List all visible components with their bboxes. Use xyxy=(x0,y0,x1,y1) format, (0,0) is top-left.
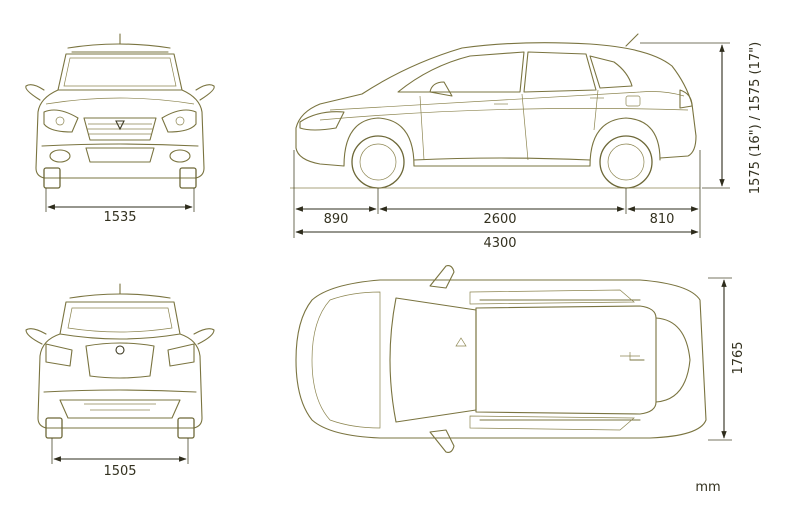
front-overhang-label: 890 xyxy=(324,212,349,227)
height-dimension: 1575 (16") / 1575 (17") xyxy=(640,42,763,194)
side-length-dimensions: 890 2600 810 4300 xyxy=(293,150,701,251)
unit-label: mm xyxy=(695,480,720,495)
front-view xyxy=(25,33,215,189)
front-track-dimension: 1535 xyxy=(45,188,195,225)
rear-overhang-label: 810 xyxy=(650,212,675,227)
wheelbase-label: 2600 xyxy=(483,212,516,227)
front-track-label: 1535 xyxy=(103,210,136,225)
width-dimension: 1765 xyxy=(708,277,746,441)
side-view xyxy=(290,33,700,189)
overall-length-label: 4300 xyxy=(483,236,516,251)
overall-height-label: 1575 (16") / 1575 (17") xyxy=(748,42,763,194)
top-view xyxy=(295,265,707,453)
rear-track-dimension: 1505 xyxy=(51,438,189,479)
rear-track-label: 1505 xyxy=(103,464,136,479)
overall-width-label: 1765 xyxy=(731,341,746,374)
rear-view xyxy=(25,283,215,439)
